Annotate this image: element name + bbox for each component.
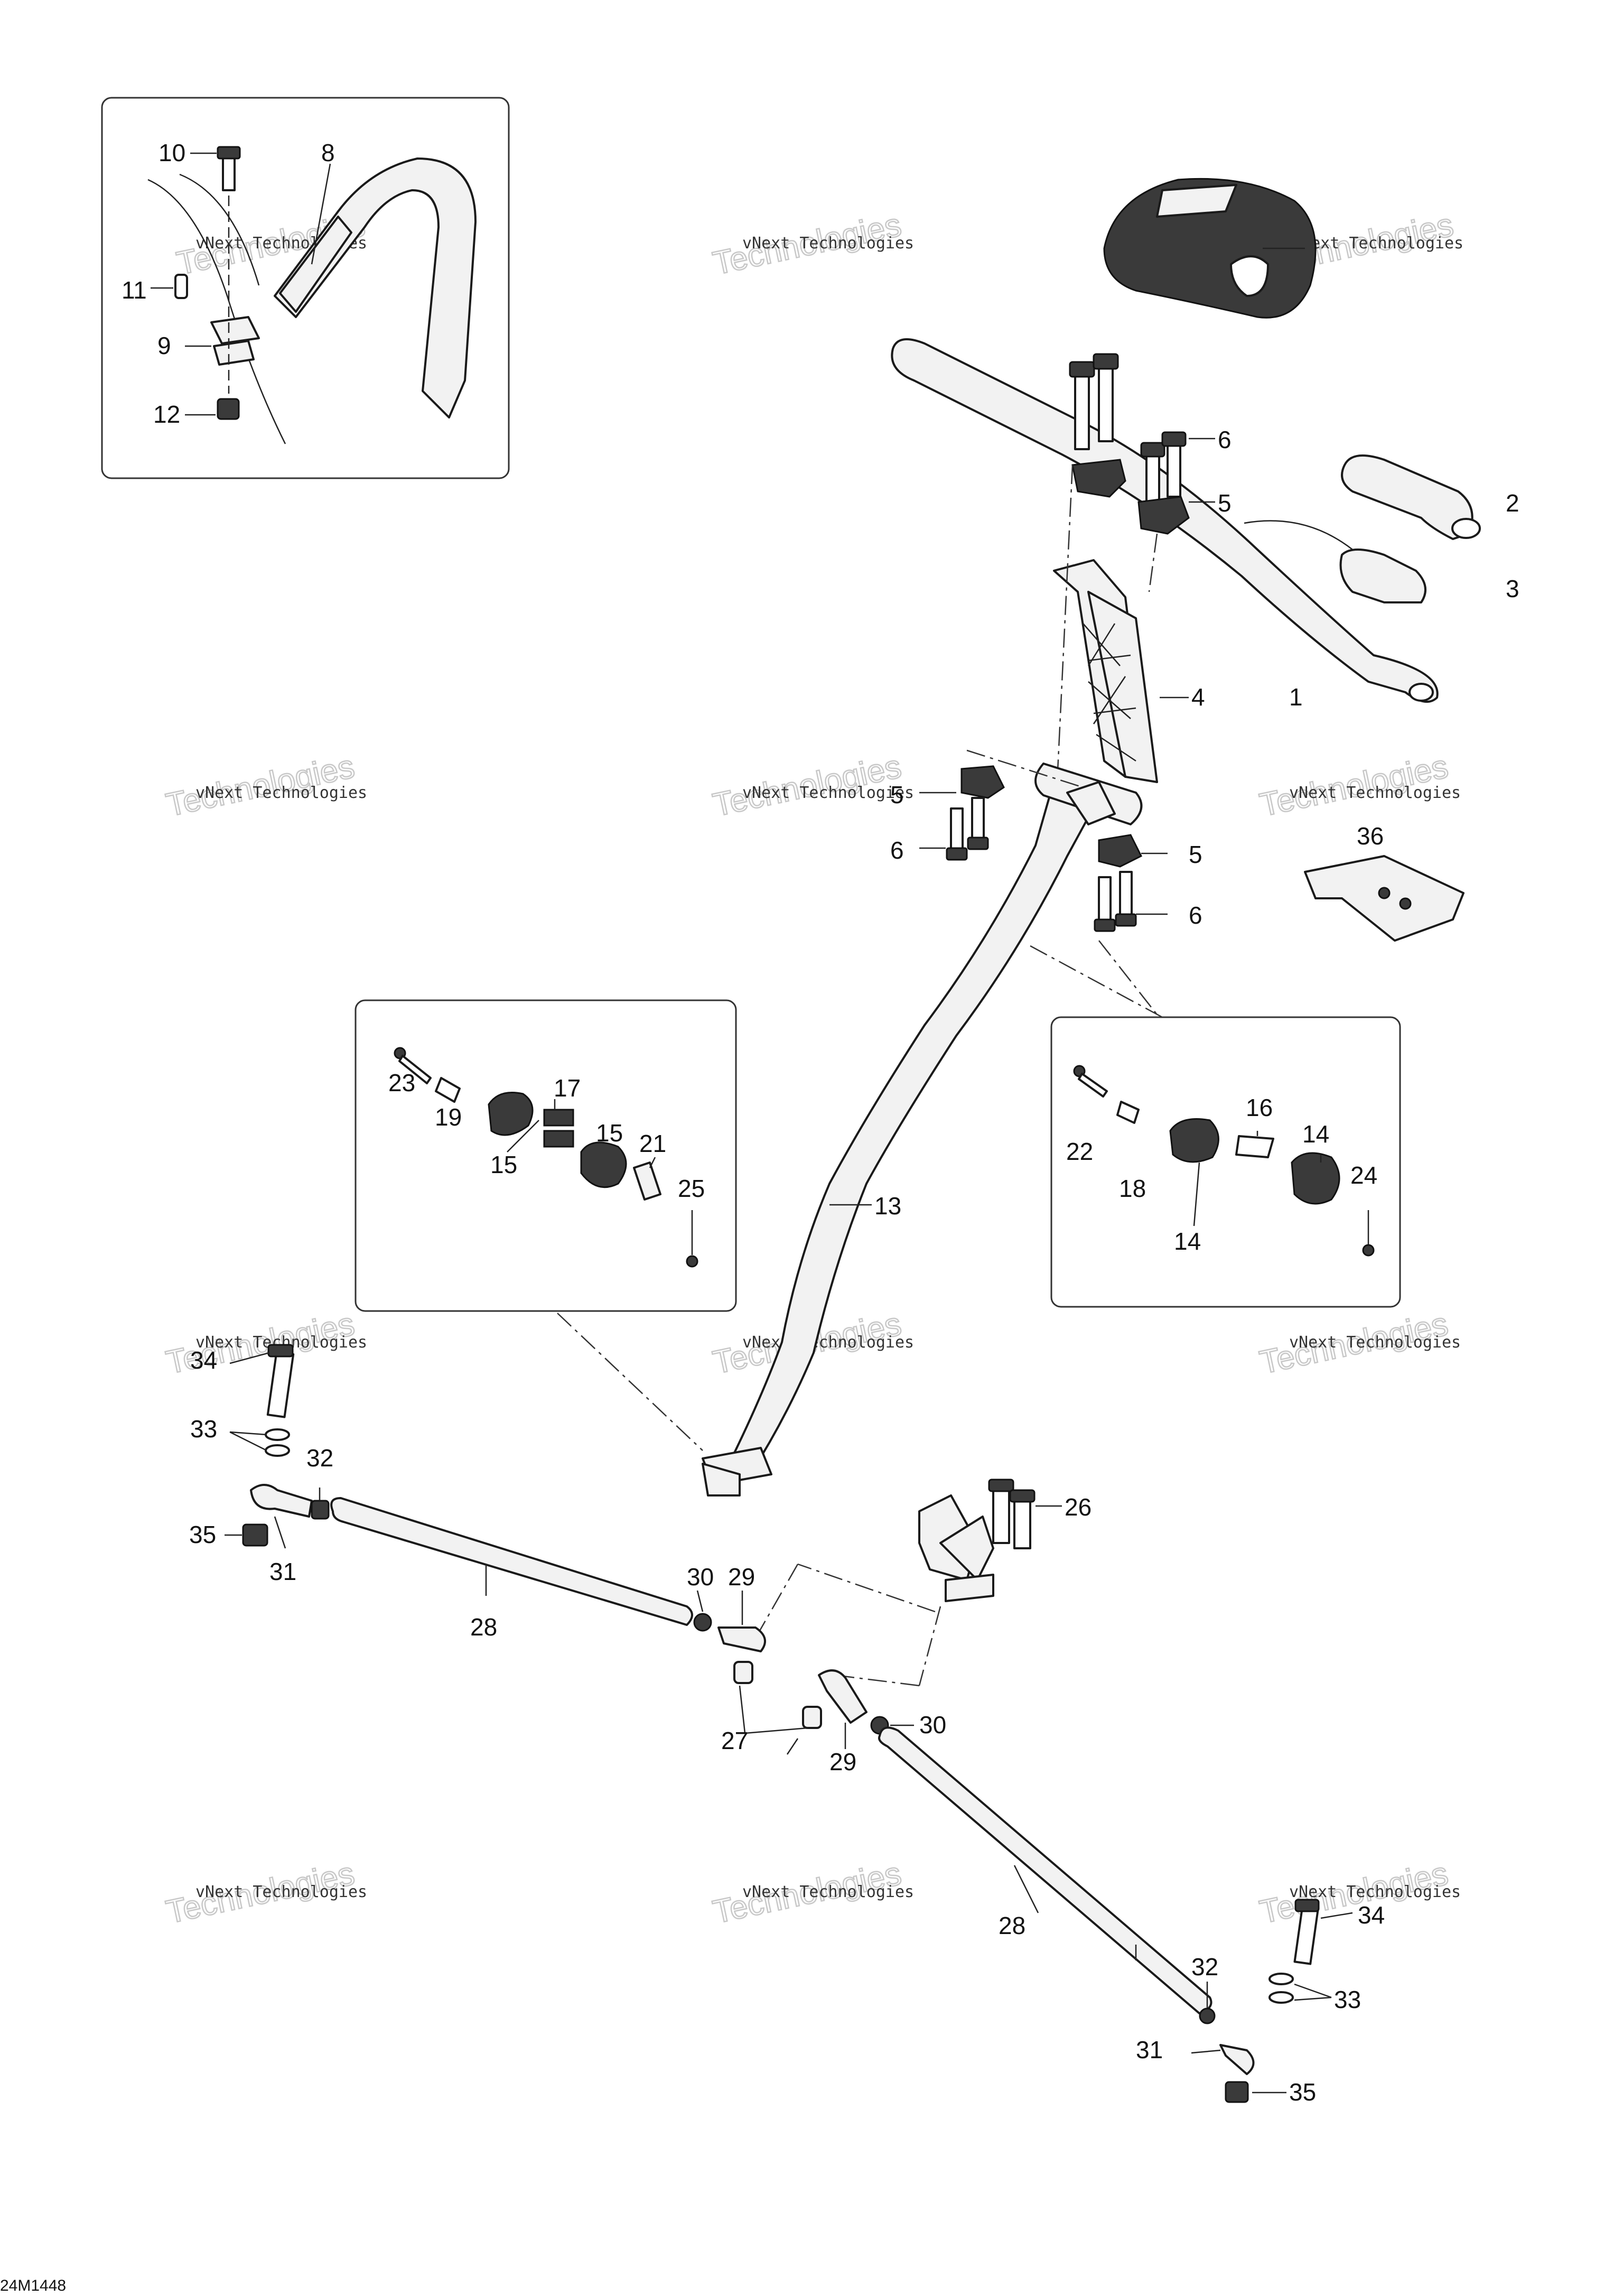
callout-33-left: 33 [190, 1415, 217, 1443]
svg-text:vNext Technologies: vNext Technologies [195, 784, 367, 802]
guard-pad [279, 216, 352, 313]
bolt-10-head [217, 146, 241, 160]
inset-right-bushings: 22 18 16 14 14 24 [1050, 1016, 1401, 1308]
inset-frame [1050, 1016, 1401, 1308]
svg-text:vNext Technologies: vNext Technologies [1289, 784, 1461, 802]
svg-text:vNext Technologies: vNext Technologies [1292, 234, 1463, 253]
callout-6-left: 6 [890, 836, 904, 864]
svg-text:vNext Technologies: vNext Technologies [742, 784, 914, 802]
callout-26: 26 [1065, 1493, 1092, 1521]
steering-column [723, 770, 1100, 1475]
callout-18: 18 [1119, 1175, 1146, 1202]
callout-31-left: 31 [269, 1558, 296, 1585]
callout-30-bottom: 30 [919, 1711, 946, 1739]
callout-13: 13 [874, 1192, 901, 1220]
callout-27: 27 [721, 1727, 748, 1754]
center-tie-rod-ends [693, 1613, 889, 1735]
svg-text:vNext Technologies: vNext Technologies [742, 1333, 914, 1352]
callout-22: 22 [1066, 1138, 1093, 1165]
inset-frame [355, 999, 737, 1312]
handlebar-pad [1103, 178, 1317, 319]
column-bracket [1066, 781, 1116, 825]
guard-tube [274, 157, 477, 419]
callout-11: 11 [122, 276, 147, 304]
callout-9: 9 [157, 332, 171, 359]
diagram-id: 24M1448 [0, 2277, 66, 2294]
tie-rod-right [878, 1726, 1212, 2014]
svg-text:vNext Technologies: vNext Technologies [1289, 1883, 1461, 1901]
svg-text:vNext Technologies: vNext Technologies [742, 234, 914, 253]
callout-25: 25 [678, 1175, 705, 1202]
callout-19: 19 [435, 1103, 462, 1131]
callout-12: 12 [153, 401, 180, 428]
watermark: Technologies vNext Technologies [162, 1855, 367, 1931]
callout-4: 4 [1191, 683, 1205, 711]
grip-3 [1339, 549, 1426, 603]
svg-text:vNext Technologies: vNext Technologies [742, 1883, 914, 1901]
pin-11 [174, 274, 188, 299]
clamp-9-lower [213, 340, 255, 366]
right-tie-rod-end [1199, 1899, 1320, 2103]
watermark: Technologies vNext Technologies [709, 1855, 914, 1931]
callout-28-left: 28 [470, 1613, 497, 1641]
callout-29-top: 29 [728, 1563, 755, 1591]
callout-2: 2 [1506, 489, 1519, 517]
callout-17: 17 [554, 1074, 581, 1102]
throttle-cable [1244, 520, 1353, 550]
svg-text:vNext Technologies: vNext Technologies [1289, 1333, 1461, 1352]
callout-14-lower: 14 [1174, 1228, 1201, 1255]
watermark: Technologies vNext Technologies [709, 206, 914, 283]
callout-6-top: 6 [1218, 426, 1232, 453]
left-tie-rod-end [242, 1344, 330, 1547]
callout-33-right: 33 [1334, 1986, 1361, 2013]
callout-5-left: 5 [890, 781, 904, 808]
inset-frame [101, 97, 510, 479]
callout-6-right: 6 [1189, 901, 1202, 929]
callout-35-left: 35 [189, 1521, 216, 1548]
callout-28-right: 28 [999, 1912, 1025, 1939]
riser-block-4 [1053, 559, 1158, 783]
watermark: Technologies vNext Technologies [709, 748, 914, 824]
callout-14-upper: 14 [1302, 1120, 1329, 1148]
inset-handlebar-guard: 10 8 11 9 12 [101, 97, 510, 479]
callout-3: 3 [1506, 575, 1519, 602]
callout-8: 8 [321, 139, 335, 166]
clamp-9 [210, 316, 260, 345]
callout-23: 23 [388, 1069, 415, 1096]
handlebar-ghost [147, 179, 286, 444]
callout-10: 10 [158, 139, 185, 166]
callout-1: 1 [1289, 683, 1303, 711]
watermark: Technologies vNext Technologies [162, 748, 367, 824]
callout-34-left: 34 [190, 1346, 217, 1374]
nut-12 [217, 398, 240, 420]
svg-text:vNext Technologies: vNext Technologies [195, 1883, 367, 1901]
callout-35-right: 35 [1289, 2078, 1316, 2106]
callout-16: 16 [1246, 1094, 1273, 1121]
callout-15-lower: 15 [490, 1151, 517, 1178]
callout-21: 21 [639, 1130, 666, 1157]
callout-32-left: 32 [306, 1444, 333, 1472]
callout-15-upper: 15 [596, 1119, 623, 1147]
callout-30-top: 30 [687, 1563, 714, 1591]
inset-left-bushings: 23 19 17 15 15 21 25 [355, 999, 737, 1312]
handlebar-end [1409, 683, 1434, 702]
steering-arm-bracket [918, 1479, 1036, 1602]
handlebar-ghost [179, 173, 260, 286]
tie-rod-left [330, 1497, 693, 1626]
callout-32-right: 32 [1191, 1953, 1218, 1981]
callout-29-bottom: 29 [829, 1748, 856, 1776]
callout-31-right: 31 [1136, 2036, 1163, 2063]
upper-clamps [1069, 353, 1190, 535]
lower-clamps [946, 765, 1143, 932]
callout-5-right: 5 [1189, 841, 1202, 868]
callout-5-top: 5 [1218, 489, 1232, 517]
callout-34-right: 34 [1358, 1901, 1385, 1929]
callout-36: 36 [1357, 822, 1384, 850]
callout-24: 24 [1350, 1161, 1377, 1189]
watermark: Technologies vNext Technologies [1256, 1305, 1461, 1382]
watermark: Technologies vNext Technologies [1256, 748, 1461, 824]
watermark-group: Technologies vNext Technologies Technolo… [162, 206, 1463, 1931]
